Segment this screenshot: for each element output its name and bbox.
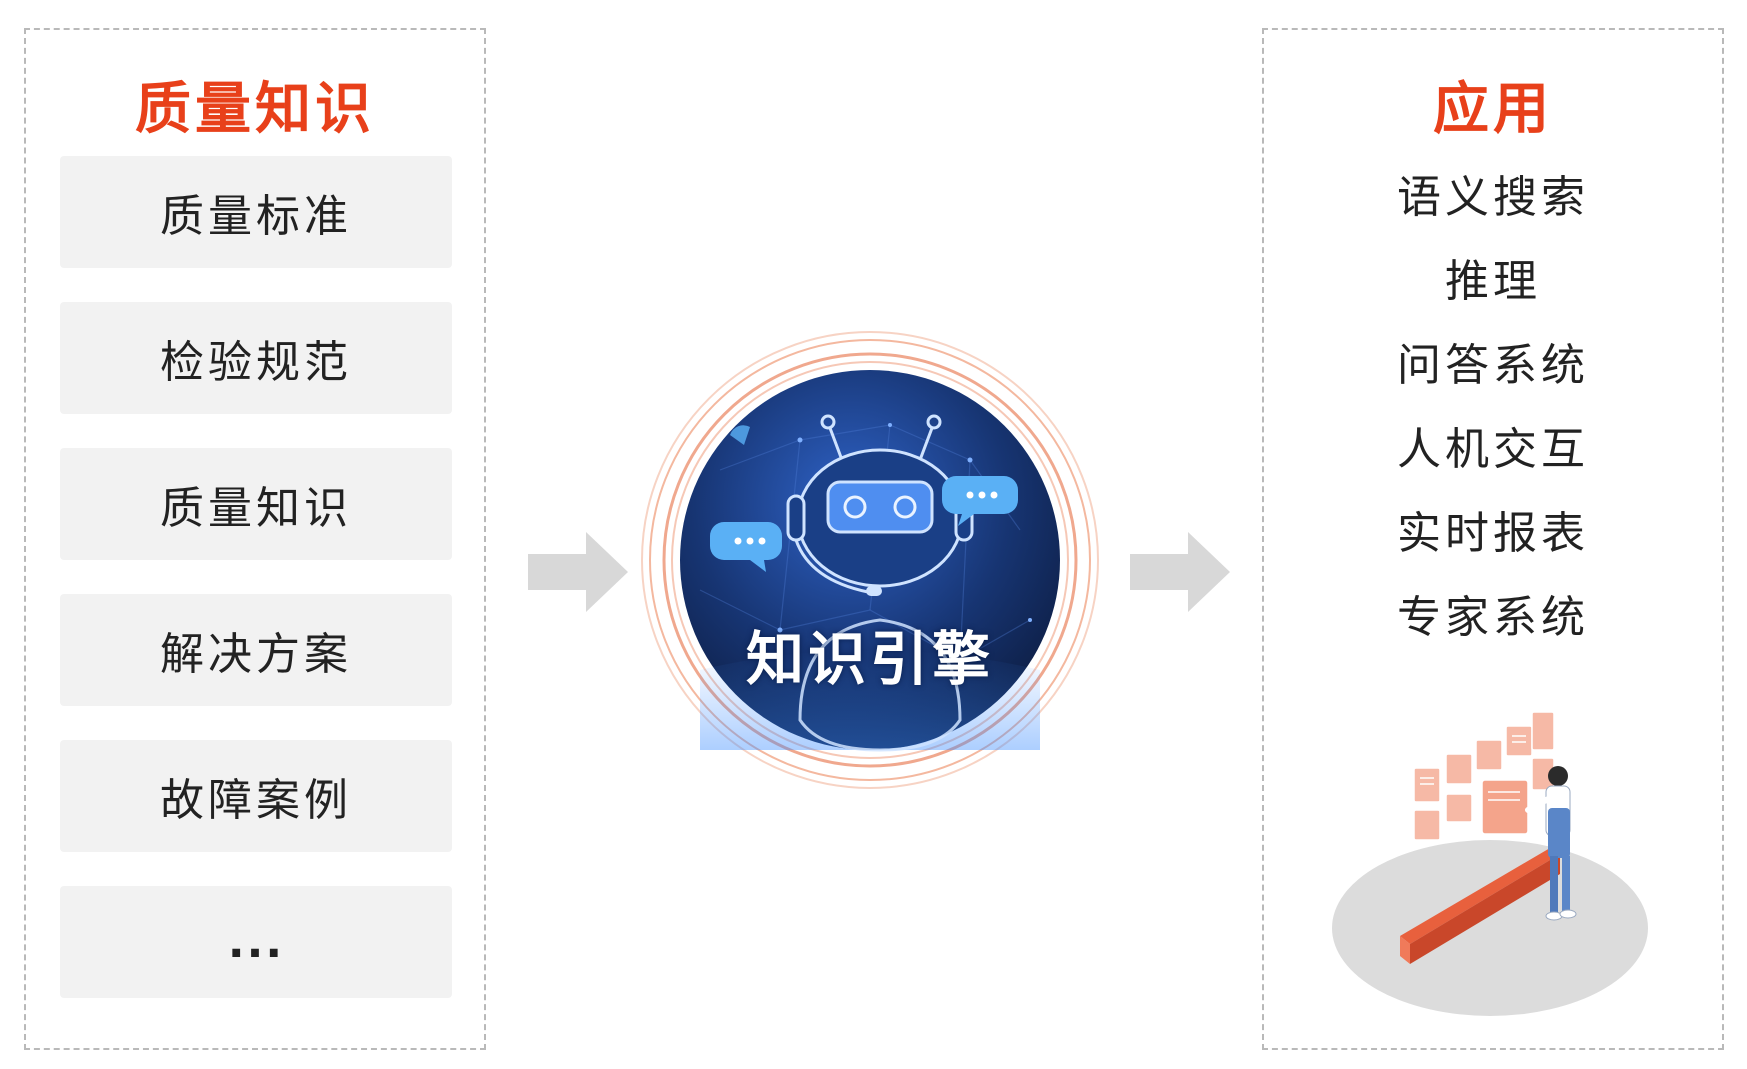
app-item-qa-system: 问答系统 — [1397, 340, 1589, 391]
arrow-right-icon — [1130, 532, 1230, 612]
knowledge-sources-panel: 质量知识 质量标准 检验规范 质量知识 解决方案 故障案例 ... — [24, 28, 486, 1050]
knowledge-engine-label: 知识引擎 — [745, 625, 994, 693]
app-item-realtime-reports: 实时报表 — [1397, 508, 1589, 559]
app-item-human-computer-interaction: 人机交互 — [1397, 424, 1589, 475]
chat-bubble-icon — [710, 522, 782, 572]
knowledge-item-quality-knowledge: 质量知识 — [60, 448, 452, 560]
app-item-semantic-search: 语义搜索 — [1397, 172, 1589, 223]
applications-panel-title: 应用 — [1433, 77, 1553, 142]
knowledge-item-inspection-spec: 检验规范 — [60, 302, 452, 414]
knowledge-panel-title: 质量知识 — [135, 77, 375, 142]
person-at-dashboard-illustration — [1332, 711, 1648, 1016]
knowledge-item-solutions: 解决方案 — [60, 594, 452, 706]
knowledge-item-failure-cases: 故障案例 — [60, 740, 452, 852]
arrow-right-icon — [528, 532, 628, 612]
knowledge-item-more: ... — [60, 886, 452, 998]
knowledge-item-quality-standard: 质量标准 — [60, 156, 452, 268]
knowledge-engine-circle — [641, 331, 1099, 789]
applications-panel: 应用 语义搜索 推理 问答系统 人机交互 实时报表 专家系统 — [1262, 28, 1724, 1050]
app-item-expert-system: 专家系统 — [1397, 592, 1589, 643]
app-item-reasoning: 推理 — [1445, 256, 1541, 307]
chat-bubble-icon — [942, 476, 1018, 526]
